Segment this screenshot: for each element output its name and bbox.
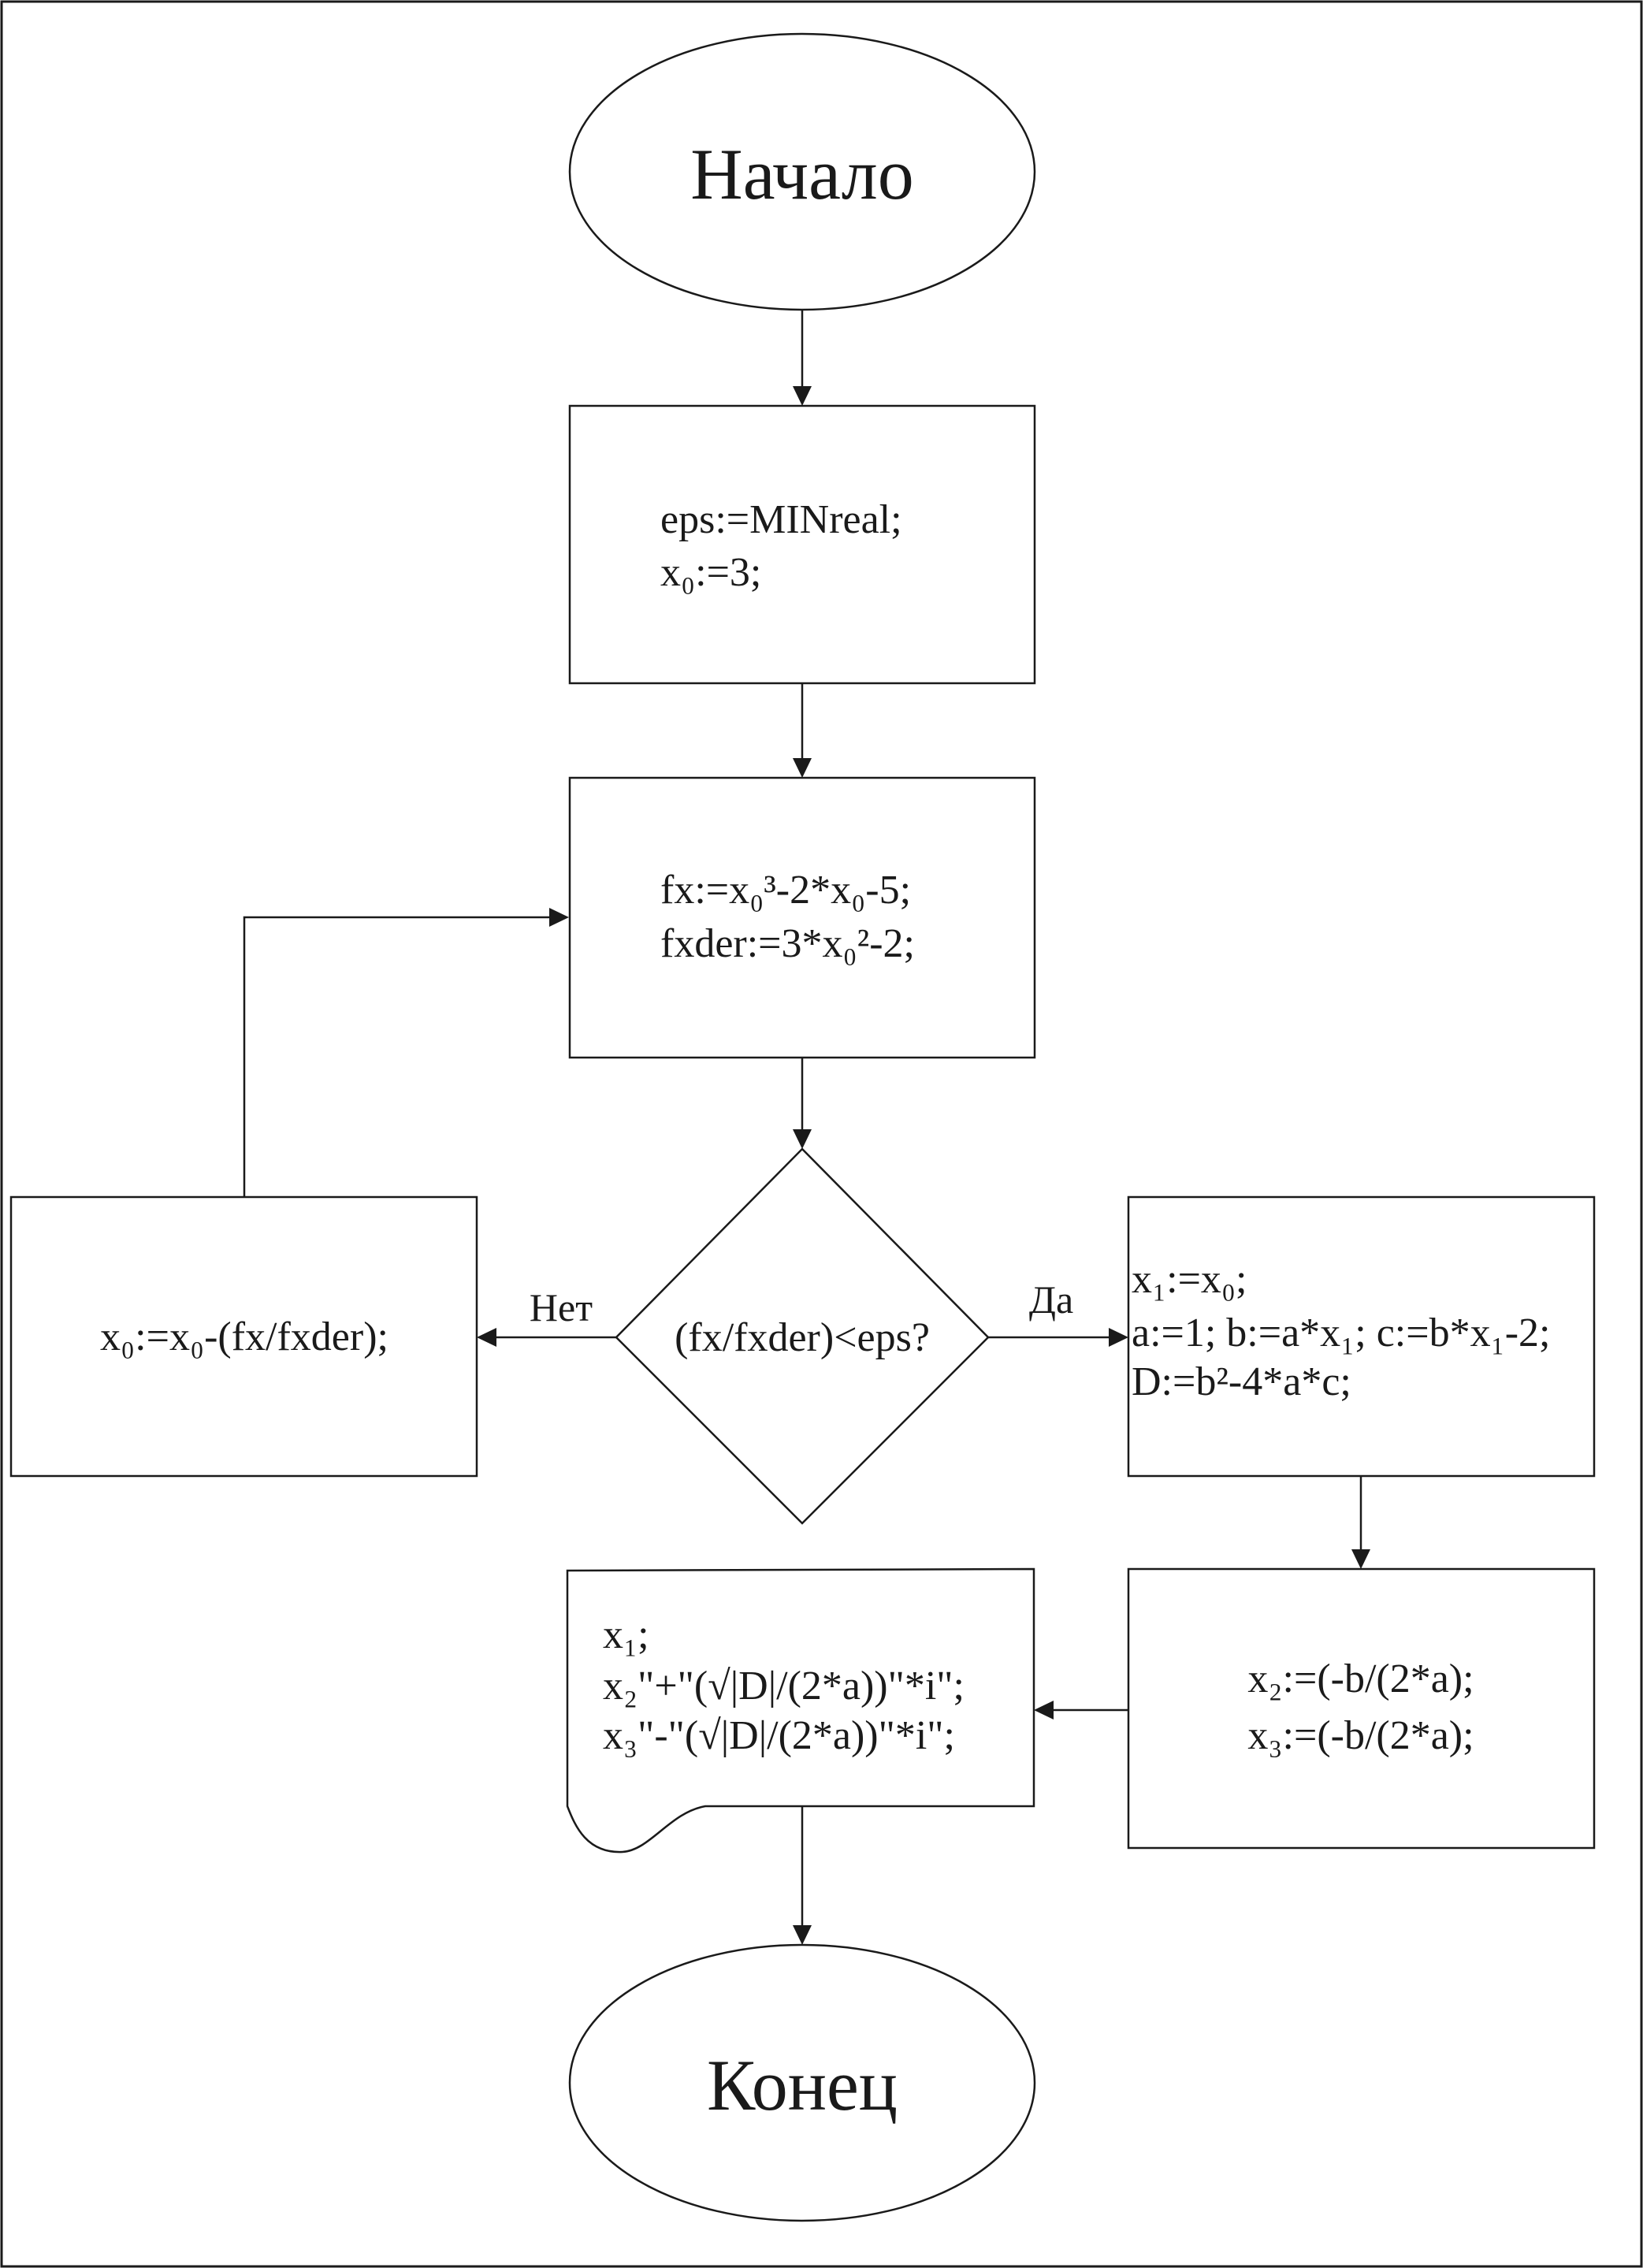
no-label: Нет	[530, 1285, 593, 1329]
decision-diamond: (fx/fxder)<eps?	[615, 1147, 990, 1525]
init-line-2: x₀:=3;	[660, 550, 761, 595]
decision-text: (fx/fxder)<eps?	[675, 1315, 930, 1360]
output-block: x₁; x₂"+"(√|D|/(2*a))"*i"; x₃"-"(√|D|/(2…	[566, 1567, 1035, 1853]
compute-block: fx:=x₀³-2*x₀-5; fxder:=3*x₀²-2;	[568, 776, 1036, 1059]
arrowhead	[793, 1925, 812, 1945]
compute-rect	[568, 776, 1036, 1059]
roots-block: x₂:=(-b/(2*a); x₃:=(-b/(2*a);	[1127, 1567, 1596, 1850]
init-line-1: eps:=MINreal;	[660, 497, 902, 542]
roots-line-2: x₃:=(-b/(2*a);	[1247, 1713, 1474, 1758]
compute-line-2: fxder:=3*x₀²-2;	[660, 921, 915, 966]
compute-line-1: fx:=x₀³-2*x₀-5;	[660, 868, 911, 913]
quadratic-rect	[1127, 1195, 1596, 1478]
end-label: Конец	[707, 2045, 898, 2125]
init-rect	[568, 404, 1036, 685]
arrowhead	[793, 386, 812, 406]
arrowhead	[793, 1129, 812, 1149]
arrowhead	[477, 1328, 496, 1347]
decision-shape	[615, 1147, 990, 1525]
arrowhead	[1034, 1701, 1054, 1720]
quadratic-block: x₁:=x₀; a:=1; b:=a*x₁; c:=b*x₁-2; D:=b²-…	[1127, 1195, 1596, 1478]
output-line-1: x₁;	[603, 1612, 649, 1657]
output-document-shape	[566, 1567, 1035, 1853]
end-terminal: Конец	[568, 1943, 1036, 2222]
quadratic-line-1: x₁:=x₀;	[1132, 1257, 1247, 1302]
arrowhead	[1109, 1328, 1128, 1347]
update-text: x₀:=x₀-(fx/fxder);	[100, 1314, 388, 1359]
yes-label: Да	[1029, 1277, 1073, 1322]
quadratic-line-2: a:=1; b:=a*x₁; c:=b*x₁-2;	[1132, 1311, 1550, 1355]
end-ellipse	[568, 1943, 1036, 2222]
quadratic-line-3: D:=b²-4*a*c;	[1132, 1359, 1351, 1404]
init-block: eps:=MINreal; x₀:=3;	[568, 404, 1036, 685]
arrowhead	[549, 908, 569, 927]
roots-rect	[1127, 1567, 1596, 1850]
start-label: Начало	[690, 134, 913, 214]
connector-loop-back	[243, 916, 549, 1197]
output-line-2: x₂"+"(√|D|/(2*a))"*i";	[603, 1664, 965, 1708]
start-terminal: Начало	[568, 32, 1036, 311]
arrowhead	[793, 758, 812, 778]
arrowhead	[1351, 1549, 1370, 1569]
roots-line-1: x₂:=(-b/(2*a);	[1247, 1656, 1474, 1701]
update-block: x₀:=x₀-(fx/fxder);	[9, 1195, 478, 1478]
output-line-3: x₃"-"(√|D|/(2*a))"*i";	[603, 1713, 955, 1758]
